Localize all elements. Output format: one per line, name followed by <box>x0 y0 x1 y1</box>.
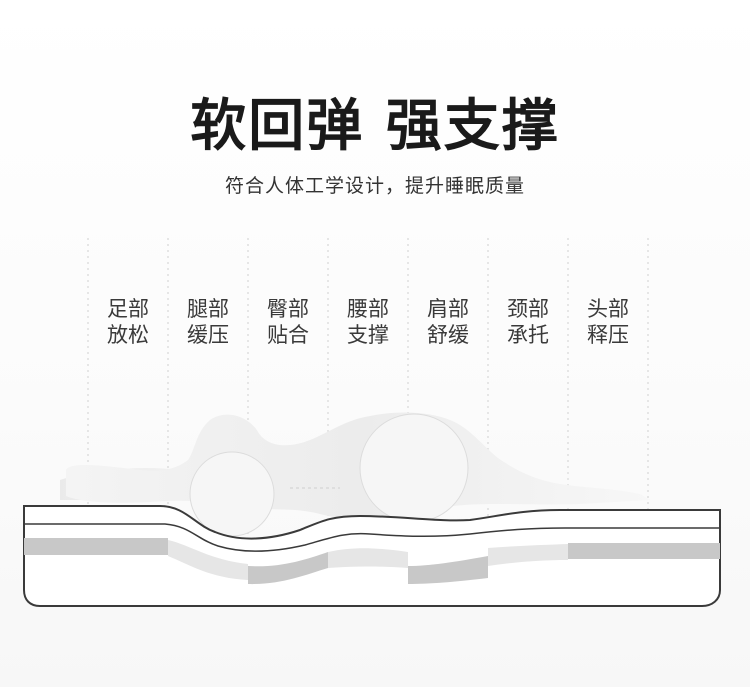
zone-label-shoulder: 肩部舒缓 <box>427 297 469 347</box>
zone-label-foot: 足部放松 <box>107 297 149 347</box>
zone-label-neck: 颈部承托 <box>507 297 549 347</box>
zone-label-hip: 臀部贴合 <box>267 297 309 347</box>
support-band-head <box>568 543 720 559</box>
support-band-hip <box>248 552 328 585</box>
support-band-waist <box>328 548 408 568</box>
shoulder-pressure-circle <box>359 413 469 523</box>
subline: 符合人体工学设计，提升睡眠质量 <box>224 175 525 197</box>
support-band-neck <box>488 544 568 566</box>
support-band-shoulder <box>408 556 488 584</box>
zone-label-leg: 腿部缓压 <box>187 297 229 347</box>
comfort-layer-line <box>24 523 720 552</box>
hip-pressure-circle <box>189 451 275 537</box>
zone-label-head: 头部释压 <box>587 297 629 347</box>
headline: 软回弹 强支撑 <box>190 94 560 159</box>
zone-label-waist: 腰部支撑 <box>347 297 389 347</box>
support-band-foot <box>24 538 168 555</box>
support-band-leg <box>168 540 248 580</box>
body-silhouette <box>66 412 650 519</box>
